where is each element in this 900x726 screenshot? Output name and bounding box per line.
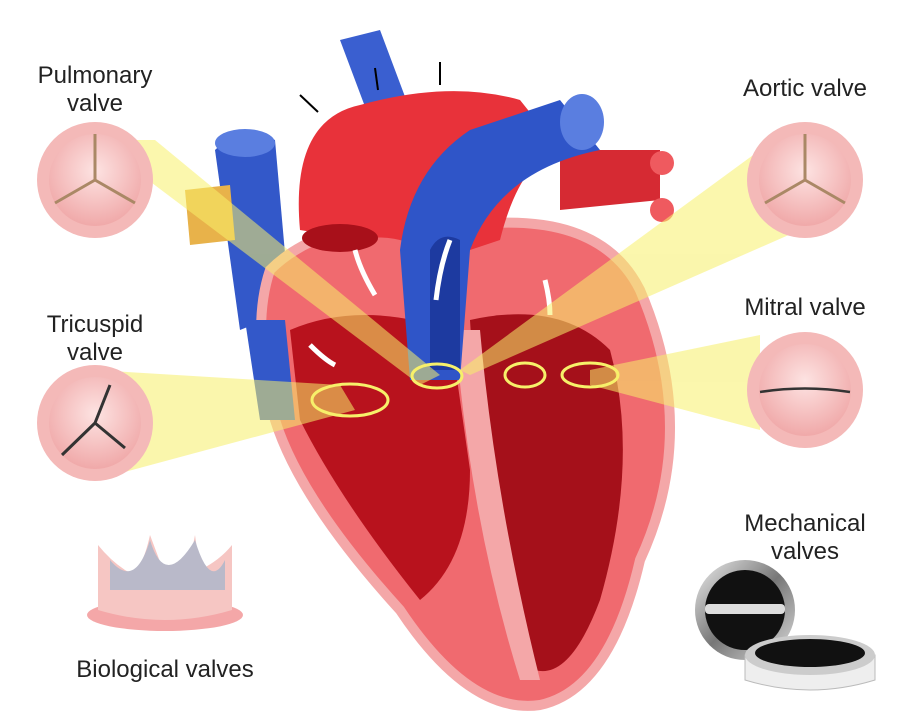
mechanical-label-line-1: Mechanical <box>744 510 866 537</box>
aortic-valve-label: Aortic valve <box>742 75 868 102</box>
outflow-arrows <box>299 62 441 113</box>
tricuspid-valve-icon <box>37 365 153 481</box>
pulmonary-label-line-2: valve <box>66 90 124 117</box>
blood-flow-arrows <box>308 239 553 368</box>
tricuspid-valve-label: Tricuspid valve <box>20 311 170 367</box>
mitral-valve-label: Mitral valve <box>744 294 866 321</box>
mechanical-valves-image <box>695 560 876 691</box>
biological-valve-image <box>87 535 243 631</box>
valve-rings <box>310 361 620 418</box>
pulmonary-trunk <box>400 94 604 380</box>
mitral-valve-icon <box>747 332 863 448</box>
mechanical-valves-label: Mechanical valves <box>720 510 890 566</box>
highlight-beams <box>95 140 800 480</box>
aortic-valve-icon <box>747 122 863 238</box>
tricuspid-label-line-1: Tricuspid <box>46 311 144 338</box>
mechanical-label-line-2: valves <box>770 538 840 565</box>
pulmonary-valve-label: Pulmonary valve <box>20 62 170 118</box>
biological-valves-label: Biological valves <box>76 656 254 683</box>
tricuspid-label-line-2: valve <box>66 339 124 366</box>
pulmonary-valve-icon <box>37 122 153 238</box>
pulmonary-label-line-1: Pulmonary <box>37 62 153 89</box>
septum <box>455 330 540 680</box>
